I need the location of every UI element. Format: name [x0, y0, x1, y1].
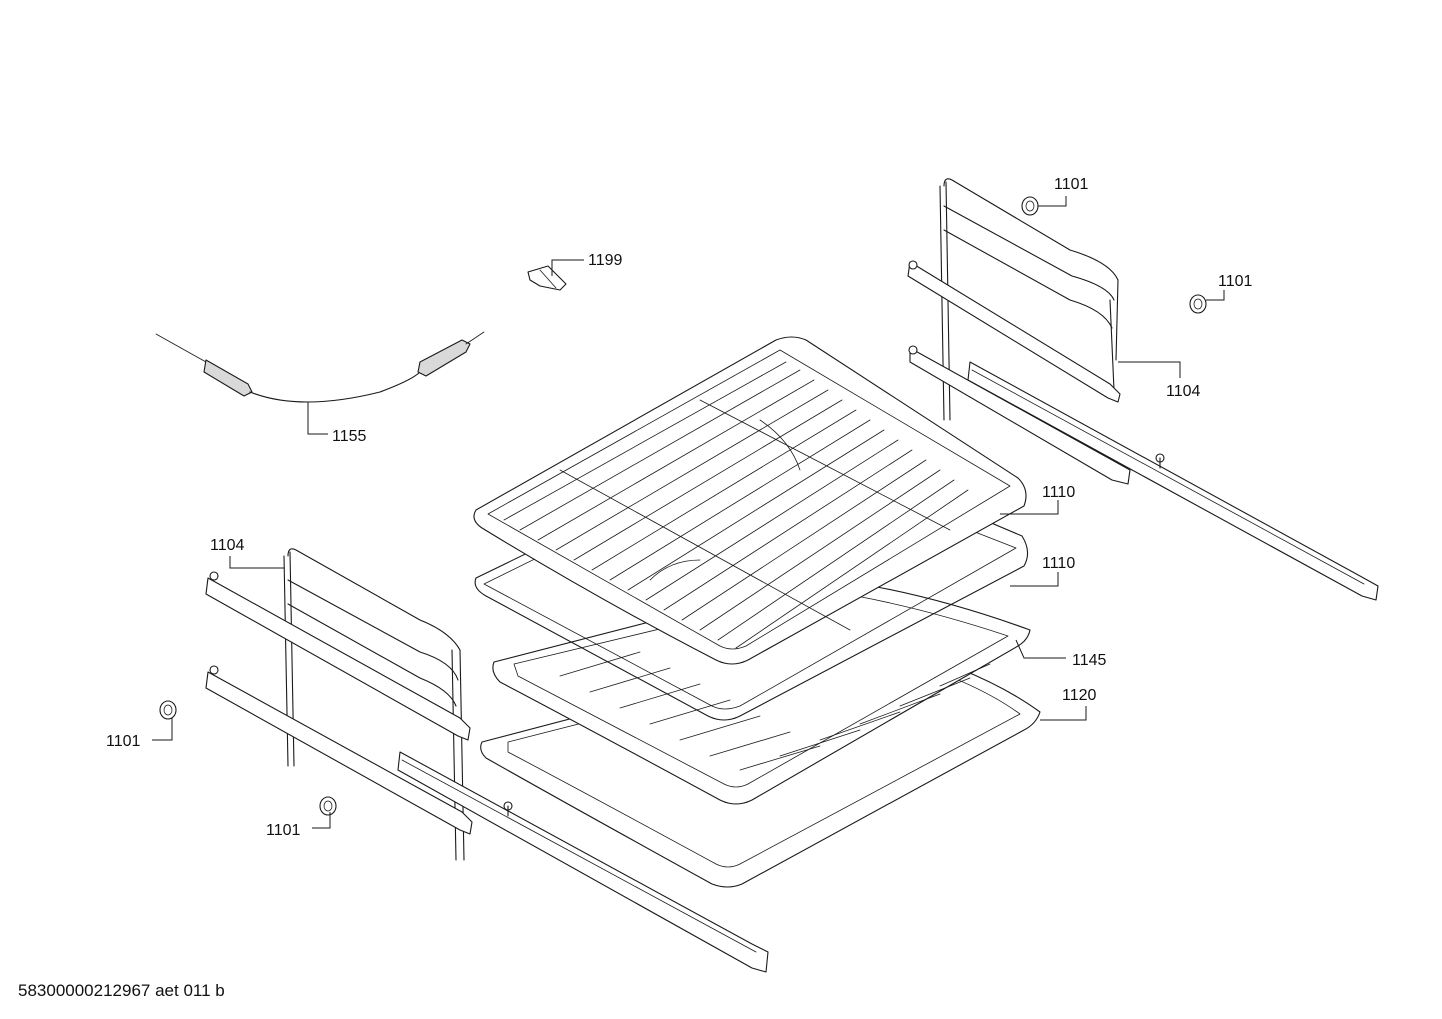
- part-meat-probe: [155, 331, 485, 403]
- callout-1101-right: 1101: [1218, 273, 1253, 290]
- callout-1120: 1120: [1062, 687, 1097, 704]
- callout-1101-bottom: 1101: [266, 822, 301, 839]
- callout-1155: 1155: [332, 428, 367, 445]
- callout-1110-upper: 1110: [1042, 484, 1075, 501]
- part-bulb-cover-4: [319, 796, 337, 816]
- callout-1104-right: 1104: [1166, 383, 1201, 400]
- part-clip: [527, 265, 567, 291]
- part-grill-tray: [492, 577, 1031, 805]
- part-side-rack-right: [907, 178, 1379, 601]
- callout-1101-top: 1101: [1054, 176, 1089, 193]
- part-side-rack-left: [205, 548, 769, 973]
- callout-1145: 1145: [1072, 652, 1107, 669]
- leader-lines: [152, 196, 1225, 829]
- callout-1104-left: 1104: [210, 537, 245, 554]
- part-bulb-cover-3: [159, 700, 177, 720]
- callout-1199: 1199: [588, 252, 623, 269]
- document-id: 58300000212967 aet 011 b: [18, 981, 225, 1000]
- part-wire-shelf-upper: [473, 336, 1027, 665]
- callout-1101-left: 1101: [106, 733, 141, 750]
- part-bulb-cover-1: [1021, 196, 1039, 216]
- part-bulb-cover-2: [1189, 294, 1207, 314]
- callout-1110-lower: 1110: [1042, 555, 1075, 572]
- callout-labels: 1101 1101 1199 1104 1155 1110 1110 1104 …: [106, 176, 1253, 839]
